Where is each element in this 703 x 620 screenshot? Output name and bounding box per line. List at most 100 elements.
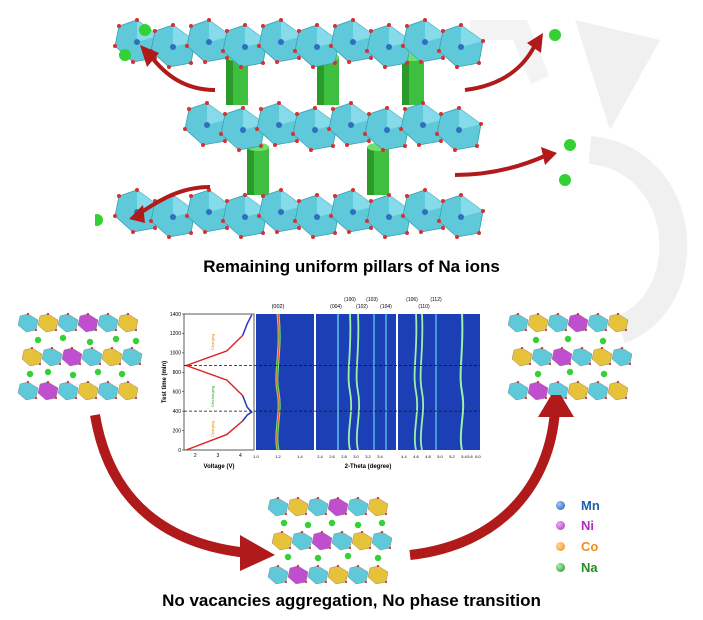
xrd-xtick-13: 5.2 [449, 454, 455, 459]
cycle-arrows [90, 395, 574, 571]
na-ion-8 [69, 371, 77, 379]
voltage-ytick-4: 800 [173, 370, 182, 376]
voltage-ytick-3: 600 [173, 390, 182, 396]
voltage-xtick-2: 4 [239, 453, 242, 459]
na-ion-3 [599, 337, 607, 345]
xrd-panel-3 [398, 314, 480, 450]
na-ion-4 [112, 335, 120, 343]
release-arrow-4 [454, 147, 557, 177]
voltage-ytick-5: 1000 [170, 351, 181, 357]
octahedron-2-0 [508, 381, 529, 400]
na-ion-1 [34, 336, 42, 344]
octahedron-2-3 [327, 565, 349, 584]
xrd-xtick-8: 3.4 [377, 454, 383, 459]
xrd-xtick-9: 4.4 [401, 454, 407, 459]
na-ion-5 [378, 519, 386, 527]
xrd-xtick-12: 5.0 [437, 454, 443, 459]
na-ion-3 [549, 29, 561, 41]
annotation-discharging: Discharging [210, 386, 215, 407]
octahedron-0-5 [607, 313, 629, 333]
octahedron-1-3 [81, 347, 103, 367]
na-ion-6 [600, 370, 608, 378]
voltage-ytick-6: 1200 [170, 331, 181, 337]
peak-label-106: (106) [406, 297, 418, 303]
release-arrow-3 [129, 185, 211, 223]
legend-item-ni: Ni [556, 516, 594, 534]
xrd-xtick-2: 1.4 [297, 454, 303, 459]
octahedron-1-4 [351, 531, 373, 551]
peak-label-104: (104) [380, 304, 392, 310]
octahedron-2-1 [287, 565, 309, 584]
octahedron-0-3 [567, 313, 589, 333]
na-ion-2 [304, 521, 312, 529]
crystal-snapshot-left [18, 312, 143, 400]
xrd-xtick-0: 1.0 [253, 454, 259, 459]
na-ion-1 [280, 519, 288, 527]
octahedron-2-4 [587, 381, 609, 400]
na-ion-9 [94, 368, 102, 376]
arrow-bottom-to-right [409, 409, 560, 560]
na-ion-5 [132, 337, 140, 345]
na-ion-9 [374, 554, 382, 562]
release-arrow-1 [140, 45, 216, 92]
peak-label-002: (002) [272, 304, 285, 310]
octahedron-1-0 [21, 347, 43, 367]
peak-110 [419, 313, 425, 451]
na-ion-5 [566, 368, 574, 376]
na-ion-6 [95, 214, 103, 226]
octahedron-layer1-9 [437, 23, 485, 69]
octahedron-1-0 [271, 531, 293, 551]
na-ion-2 [564, 335, 572, 343]
octahedron-layer2-6 [399, 101, 447, 147]
octahedron-0-4 [587, 313, 609, 333]
xrd-xtick-10: 4.6 [413, 454, 419, 459]
annotation-charging-1: Charging [210, 421, 215, 437]
xrd-xtick-5: 2.8 [341, 454, 347, 459]
octahedron-1-5 [611, 347, 633, 367]
annotation-charging-2: Charging [210, 334, 215, 350]
na-ion-2 [139, 24, 151, 36]
octahedron-0-5 [367, 497, 389, 517]
na-ion-4 [534, 370, 542, 378]
octahedron-2-0 [268, 565, 289, 584]
xrd-panel-2 [316, 314, 396, 450]
bottom-caption: No vacancies aggregation, No phase trans… [162, 591, 541, 610]
octahedron-0-4 [97, 313, 119, 333]
na-ion-5 [559, 174, 571, 186]
na-ion-4 [354, 521, 362, 529]
na-dot-icon [556, 562, 565, 572]
octahedron-2-2 [57, 381, 79, 400]
octahedron-1-1 [41, 347, 63, 367]
top-caption: Remaining uniform pillars of Na ions [203, 257, 500, 276]
octahedron-0-1 [37, 313, 59, 333]
voltage-ytick-1: 200 [173, 428, 182, 434]
peak-100 [347, 313, 353, 451]
octahedron-layer3-9 [437, 193, 485, 239]
xrd-panel-1 [256, 314, 314, 450]
octahedron-1-2 [311, 531, 333, 551]
na-ion-2 [59, 334, 67, 342]
octahedron-1-3 [331, 531, 353, 551]
na-pillar-4 [247, 143, 269, 195]
octahedron-layer2-7 [435, 106, 483, 152]
octahedron-2-5 [117, 381, 139, 400]
xrd-xtick-6: 3.0 [353, 454, 359, 459]
xrd-xtick-7: 3.2 [365, 454, 371, 459]
octahedron-layer2-4 [327, 101, 375, 147]
octahedron-layer3-2 [185, 188, 233, 234]
octahedron-0-2 [547, 313, 569, 333]
na-ion-8 [344, 552, 352, 560]
voltage-xtick-0: 2 [194, 453, 197, 459]
peak-label-103: (103) [366, 297, 378, 303]
voltage-curve-charge [242, 395, 253, 422]
octahedron-0-5 [117, 313, 139, 333]
xrd-xtick-15: 5.6 [467, 454, 473, 459]
voltage-xtick-1: 3 [216, 453, 219, 459]
mn-dot-icon [556, 500, 565, 510]
legend-item-na: Na [556, 558, 598, 576]
octahedron-1-0 [511, 347, 533, 367]
octahedron-1-2 [61, 347, 83, 367]
arrow-left-to-bottom [90, 414, 249, 558]
na-ion-4 [564, 139, 576, 151]
